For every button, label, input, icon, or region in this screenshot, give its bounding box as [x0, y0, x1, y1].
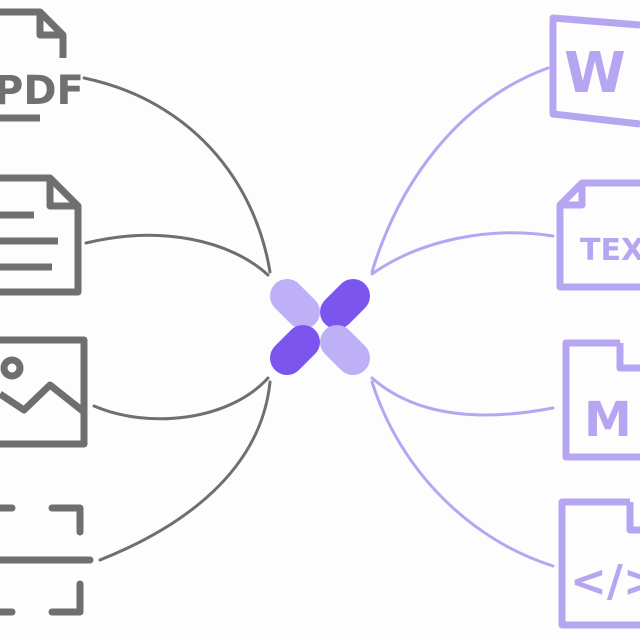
connector-word — [370, 66, 550, 274]
connector-md — [370, 376, 555, 417]
connector-pdf — [82, 76, 272, 274]
connector-image — [92, 376, 270, 421]
logo-stroke-bottom-right — [320, 325, 370, 375]
logo-stroke-top-left — [270, 279, 320, 329]
code-file-icon: </> — [558, 498, 640, 629]
connector-tex — [370, 231, 555, 276]
connector-text — [84, 233, 270, 277]
text-document-icon — [0, 174, 82, 296]
markdown-label: M — [584, 392, 632, 448]
logo-stroke-bottom-left — [270, 325, 320, 375]
logo-stroke-top-right — [320, 279, 370, 329]
connector-code — [370, 380, 555, 568]
pdf-file-icon: PDF — [0, 8, 84, 122]
tex-label: TEX — [580, 233, 640, 268]
connector-scan — [98, 380, 272, 562]
pdf-label: PDF — [0, 68, 84, 114]
output-connectors — [370, 66, 555, 568]
markdown-file-icon: M — [562, 339, 640, 461]
word-label: W — [564, 41, 626, 106]
text-file-icon: TEX — [556, 179, 640, 291]
scan-frame-icon — [0, 504, 94, 616]
input-connectors — [82, 76, 272, 562]
image-icon — [0, 336, 88, 448]
converter-x-logo-icon — [270, 279, 370, 375]
code-label: </> — [570, 556, 640, 607]
word-document-icon: W — [549, 14, 640, 128]
